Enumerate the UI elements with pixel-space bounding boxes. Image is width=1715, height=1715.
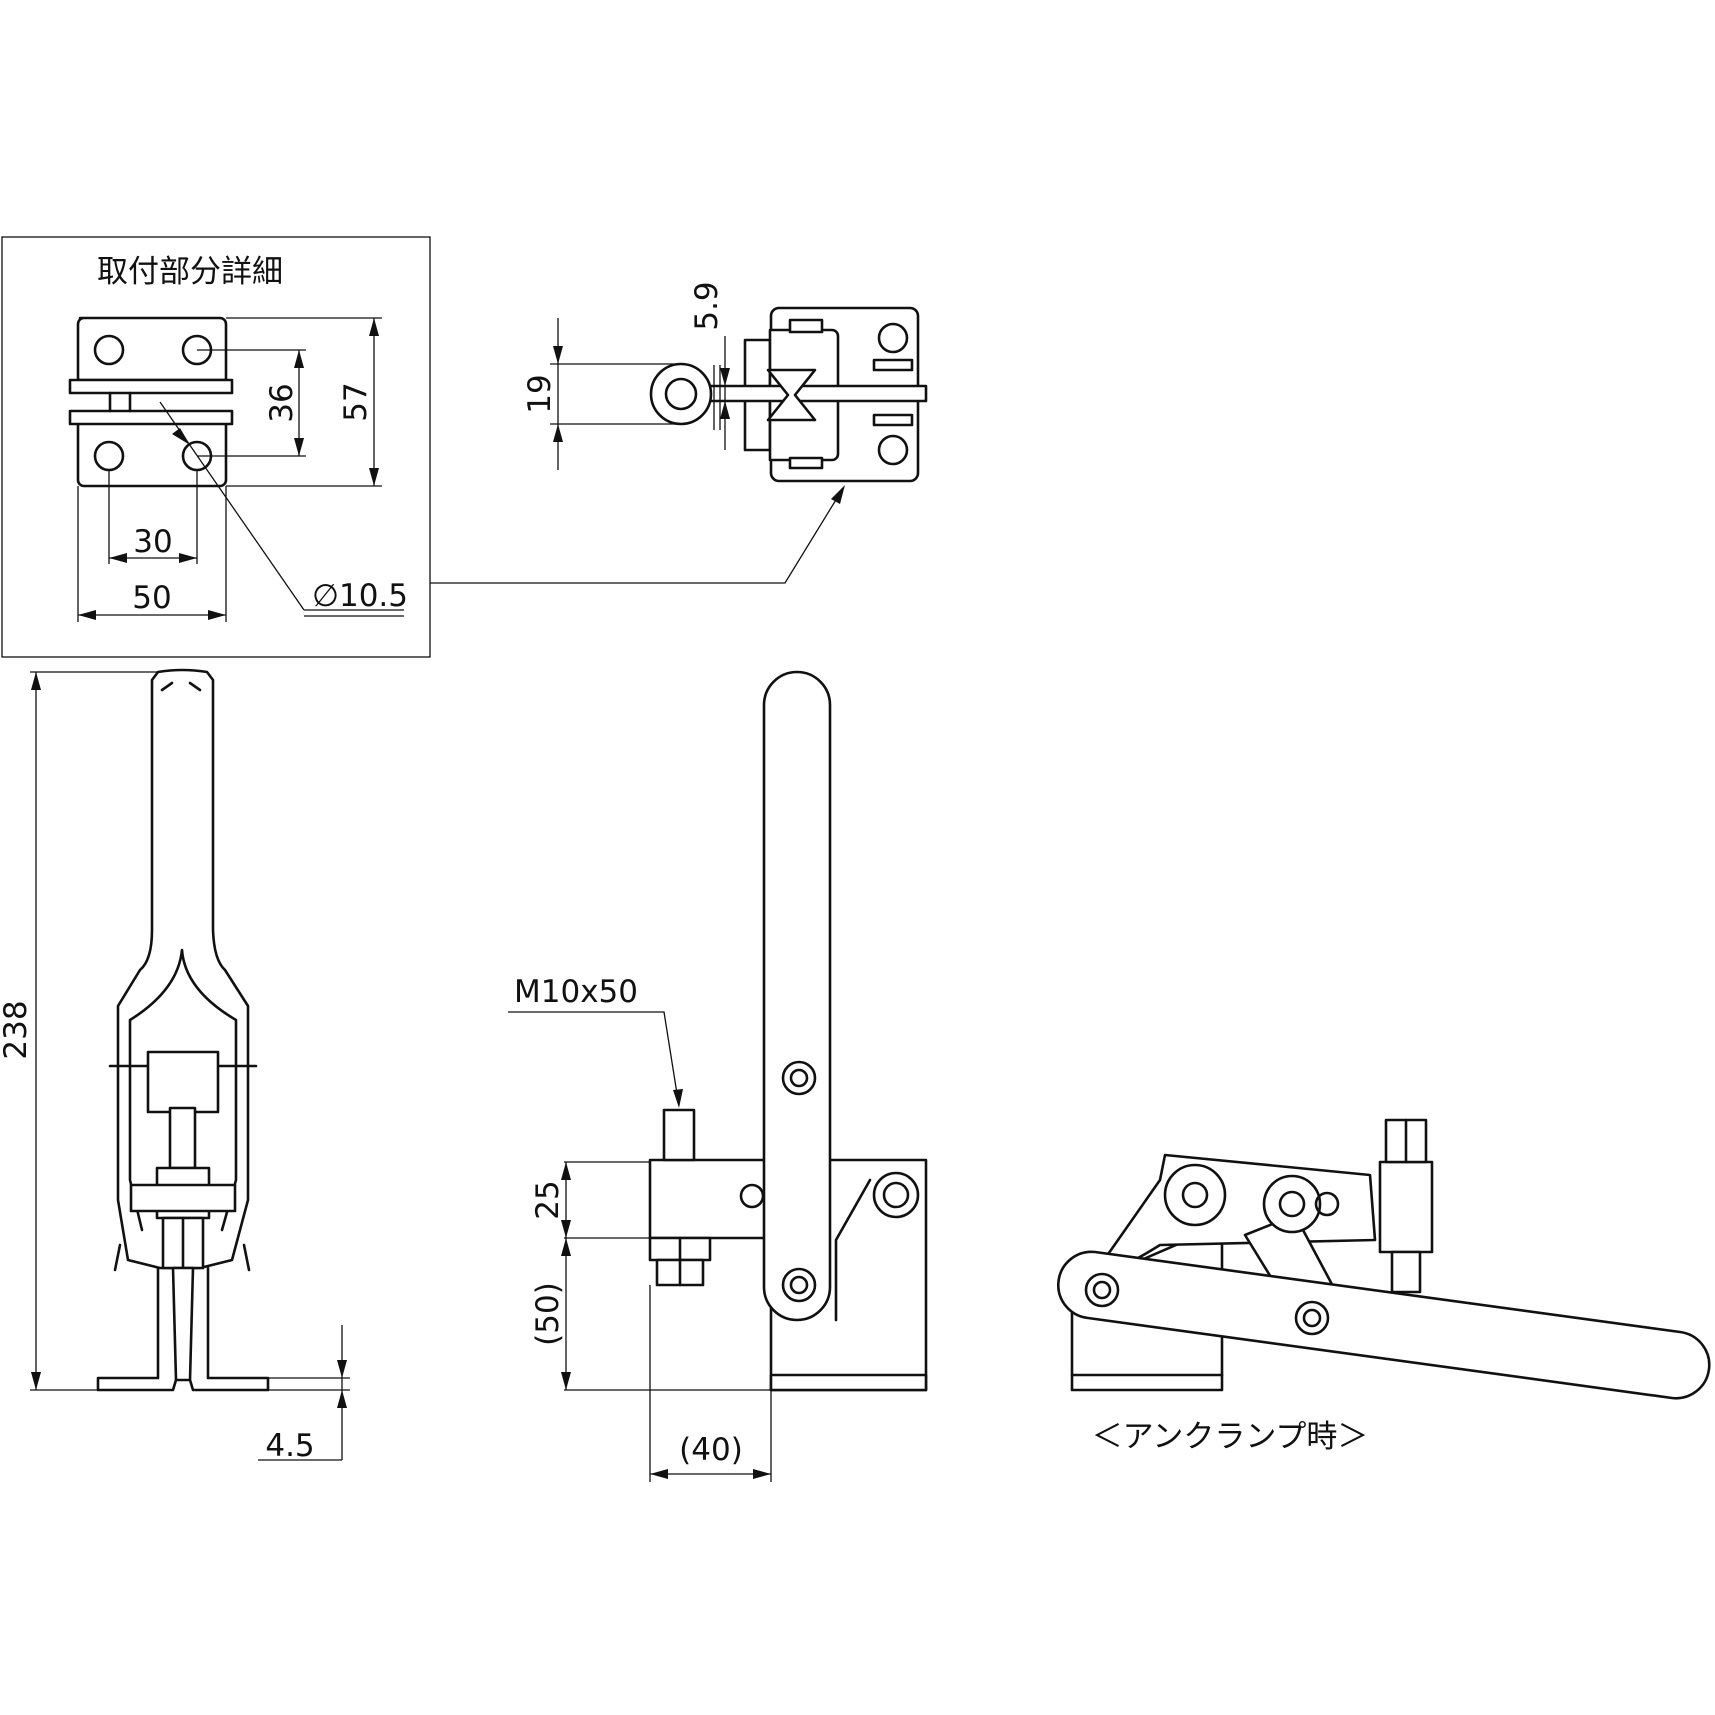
unclamp-handle-lever [1057,1250,1711,1400]
top-clamp-pad [649,362,713,426]
mount-hole-1 [93,334,125,366]
unclamp-caption: ＜アンクランプ時＞ [1092,1419,1369,1455]
detail-frame [1,236,431,658]
dim-5-9-label: 5.9 [689,281,725,330]
front-base-foot [96,1266,270,1392]
side-bolt-shank [662,1108,696,1162]
dim-238-label: 238 [0,1000,34,1059]
side-handle-lever [762,670,832,1322]
dim-25-label: 25 [530,1180,566,1219]
mount-hole-3 [93,440,125,472]
detail-lower-plate [76,415,228,488]
dim-50-paren-label: (50) [530,1282,566,1346]
front-handle-outline [116,668,250,1270]
dim-36-label: 36 [264,383,300,422]
detail-leader-line [430,489,843,584]
hole-diameter-label: ∅10.5 [312,578,408,614]
bolt-spec-label: M10x50 [514,974,638,1010]
dim-4-5-label: 4.5 [265,1428,314,1464]
detail-title: 取付部分詳細 [97,254,283,290]
top-link-block [766,368,817,422]
front-spindle-pad [171,1266,195,1382]
mounting-detail-panel: 取付部分詳細 36 57 30 [1,236,431,658]
top-view: 19 5.9 [522,281,928,483]
unclamp-view: ＜アンクランプ時＞ [1057,1118,1711,1455]
dim-57-label: 57 [338,382,374,421]
unclamp-bolt-nut [1378,1160,1434,1254]
dim-40-label: (40) [679,1432,743,1468]
front-view: 238 4.5 [0,668,350,1464]
detail-upper-rail [68,378,234,395]
dim-30-label: 30 [133,524,172,560]
top-base-plate [769,306,920,483]
detail-lower-rail [68,409,234,426]
dim-19-label: 19 [522,374,558,413]
detail-upper-plate [76,316,228,382]
side-clamp-arm [648,1158,773,1240]
side-view: M10x50 25 (50) (40) [508,670,928,1482]
dim-50-label: 50 [132,580,171,616]
